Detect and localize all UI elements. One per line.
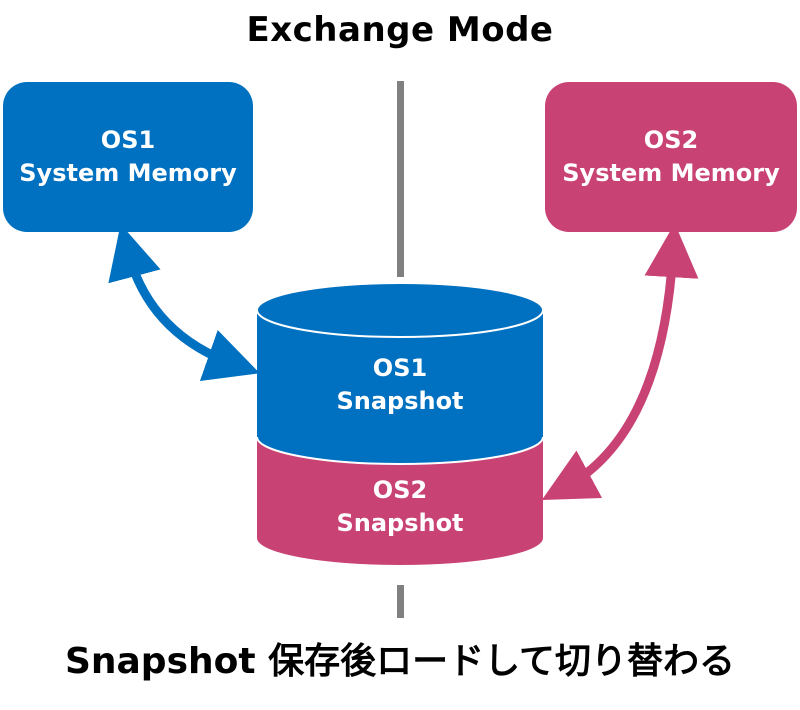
os2-snapshot-label: OS2 Snapshot	[257, 472, 543, 542]
os1-snapshot-body	[257, 310, 543, 464]
os2-snapshot-line1: OS2	[372, 476, 428, 504]
os2-memory-label: OS2 System Memory	[545, 82, 797, 232]
os1-snapshot-line1: OS1	[372, 354, 428, 382]
os1-memory-box	[3, 82, 253, 232]
cylinder-seam	[256, 436, 544, 465]
os1-memory-label: OS1 System Memory	[3, 82, 253, 232]
os1-exchange-arrow	[108, 224, 260, 381]
os2-exchange-arrow	[541, 223, 699, 501]
divider-line-top	[397, 81, 404, 277]
os2-snapshot-line2: Snapshot	[336, 509, 464, 537]
os1-snapshot-label: OS1 Snapshot	[257, 350, 543, 420]
os1-memory-line1: OS1	[100, 126, 156, 154]
divider-line-bottom	[397, 585, 404, 618]
os1-snapshot-line2: Snapshot	[336, 387, 464, 415]
os2-snapshot-body	[257, 437, 543, 565]
diagram-title: Exchange Mode	[246, 10, 554, 50]
snapshot-cylinder	[256, 282, 544, 565]
diagram-caption: Snapshot 保存後ロードして切り替わる	[64, 641, 736, 682]
os1-memory-line2: System Memory	[19, 159, 237, 187]
os2-memory-box	[545, 82, 797, 232]
os2-memory-line1: OS2	[643, 126, 699, 154]
os2-memory-line2: System Memory	[562, 159, 780, 187]
cylinder-top	[256, 282, 544, 338]
